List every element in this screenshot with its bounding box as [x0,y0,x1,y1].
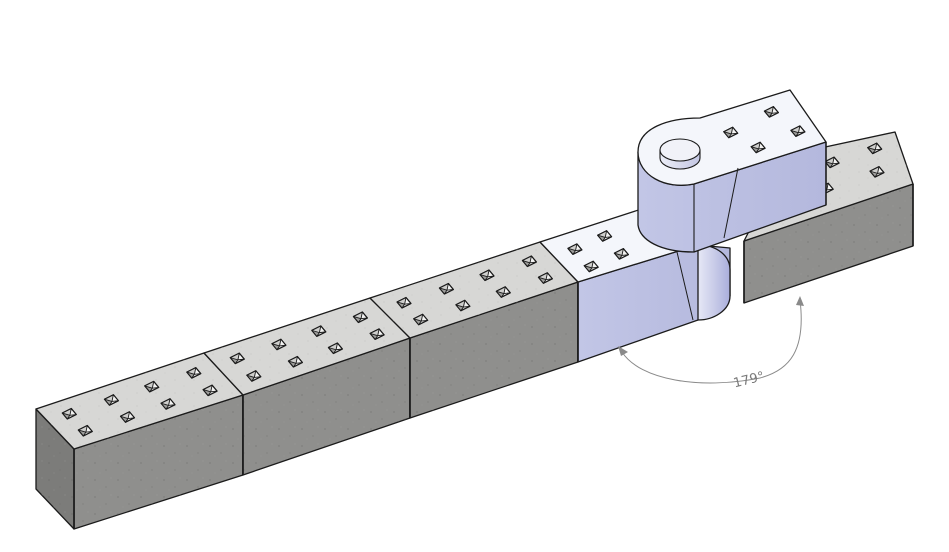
concrete-block-2 [203,297,411,476]
pyramid-recess-icon [869,166,885,178]
pyramid-recess-icon [479,269,495,282]
pyramid-recess-icon [613,248,629,260]
concrete-block-chain [35,131,914,530]
pyramid-recess-icon [202,384,218,397]
pyramid-recess-icon [287,355,303,368]
pyramid-recess-icon [327,342,343,355]
pyramid-recess-icon [119,411,136,423]
pyramid-recess-icon [521,255,537,268]
angle-arc [621,299,802,384]
pyramid-recess-icon [495,286,511,298]
hinge-connector [539,89,827,363]
pyramid-recess-icon [352,311,368,324]
pyramid-recess-icon [867,142,883,155]
arrowhead-left [618,346,628,356]
pyramid-recess-icon [583,260,599,273]
pyramid-recess-icon [61,407,77,420]
pyramid-recess-icon [824,156,840,169]
pyramid-recess-icon [763,106,779,118]
pyramid-recess-icon [103,394,119,406]
pyramid-recess-icon [271,338,287,351]
pyramid-recess-icon [455,299,471,312]
concrete-block-1 [35,352,244,530]
pyramid-recess-icon [311,325,327,337]
pyramid-recess-icon [160,398,176,410]
pyramid-recess-icon [567,243,583,255]
hinge-pin-icon [659,138,701,170]
pyramid-recess-icon [750,141,766,154]
arrowhead-right [796,296,804,306]
angle-dimension-label: 179° [732,369,766,391]
pyramid-recess-icon [369,328,385,340]
concrete-block-3 [369,241,579,419]
pyramid-recess-icon [246,370,262,382]
angle-dimension [618,296,804,384]
pyramid-recess-icon [537,272,553,284]
pyramid-recess-icon [77,424,93,437]
hinge-lower-barrel [697,244,731,321]
pyramid-recess-icon [597,230,613,242]
pyramid-recess-icon [186,367,202,379]
pyramid-recess-icon [723,126,739,139]
pyramid-recess-icon [413,313,429,326]
pyramid-recess-icon [144,380,160,393]
pyramid-recess-icon [790,125,806,137]
pyramid-recess-icon [438,282,454,295]
pyramid-recess-icon [229,352,245,365]
pyramid-recess-icon [396,296,412,309]
